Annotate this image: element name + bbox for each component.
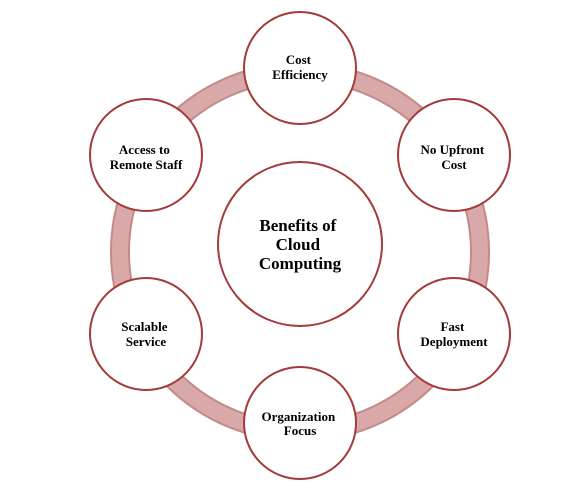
node-circle [243,11,357,125]
node-scalable-service: Scalable Service [89,277,203,391]
center-node: Benefits of Cloud Computing [217,161,383,327]
node-label: Fast Deployment [420,319,488,349]
node-label-line: No Upfront [421,142,485,157]
node-label-line: Remote Staff [110,157,183,172]
center-label-line: Computing [259,254,342,273]
node-circle [89,277,203,391]
node-label-line: Efficiency [272,67,328,82]
node-circle [397,277,511,391]
center-label-line: Benefits of [259,216,336,235]
node-no-upfront-cost: No Upfront Cost [397,98,511,212]
node-label-line: Deployment [420,334,488,349]
node-label-line: Cost [441,157,467,172]
center-label-line: Cloud [276,235,321,254]
node-circle [89,98,203,212]
node-access-to-remote-staff: Access to Remote Staff [89,98,203,212]
node-organization-focus: Organization Focus [243,366,357,480]
node-circle [243,366,357,480]
node-label-line: Scalable [121,319,167,334]
node-label-line: Access to [119,142,170,157]
node-circle [397,98,511,212]
node-cost-efficiency: Cost Efficiency [243,11,357,125]
node-label: Access to Remote Staff [110,142,183,172]
node-label-line: Organization [262,409,336,424]
node-fast-deployment: Fast Deployment [397,277,511,391]
node-label-line: Cost [286,52,312,67]
node-label: Scalable Service [121,319,170,349]
node-label: Cost Efficiency [272,52,328,82]
center-label: Benefits of Cloud Computing [259,216,342,273]
center-circle [217,161,383,327]
node-label: Organization Focus [262,409,339,438]
node-label-line: Service [126,334,167,349]
node-label-line: Fast [440,319,465,334]
node-label-line: Focus [284,423,317,438]
node-label: No Upfront Cost [421,142,488,172]
